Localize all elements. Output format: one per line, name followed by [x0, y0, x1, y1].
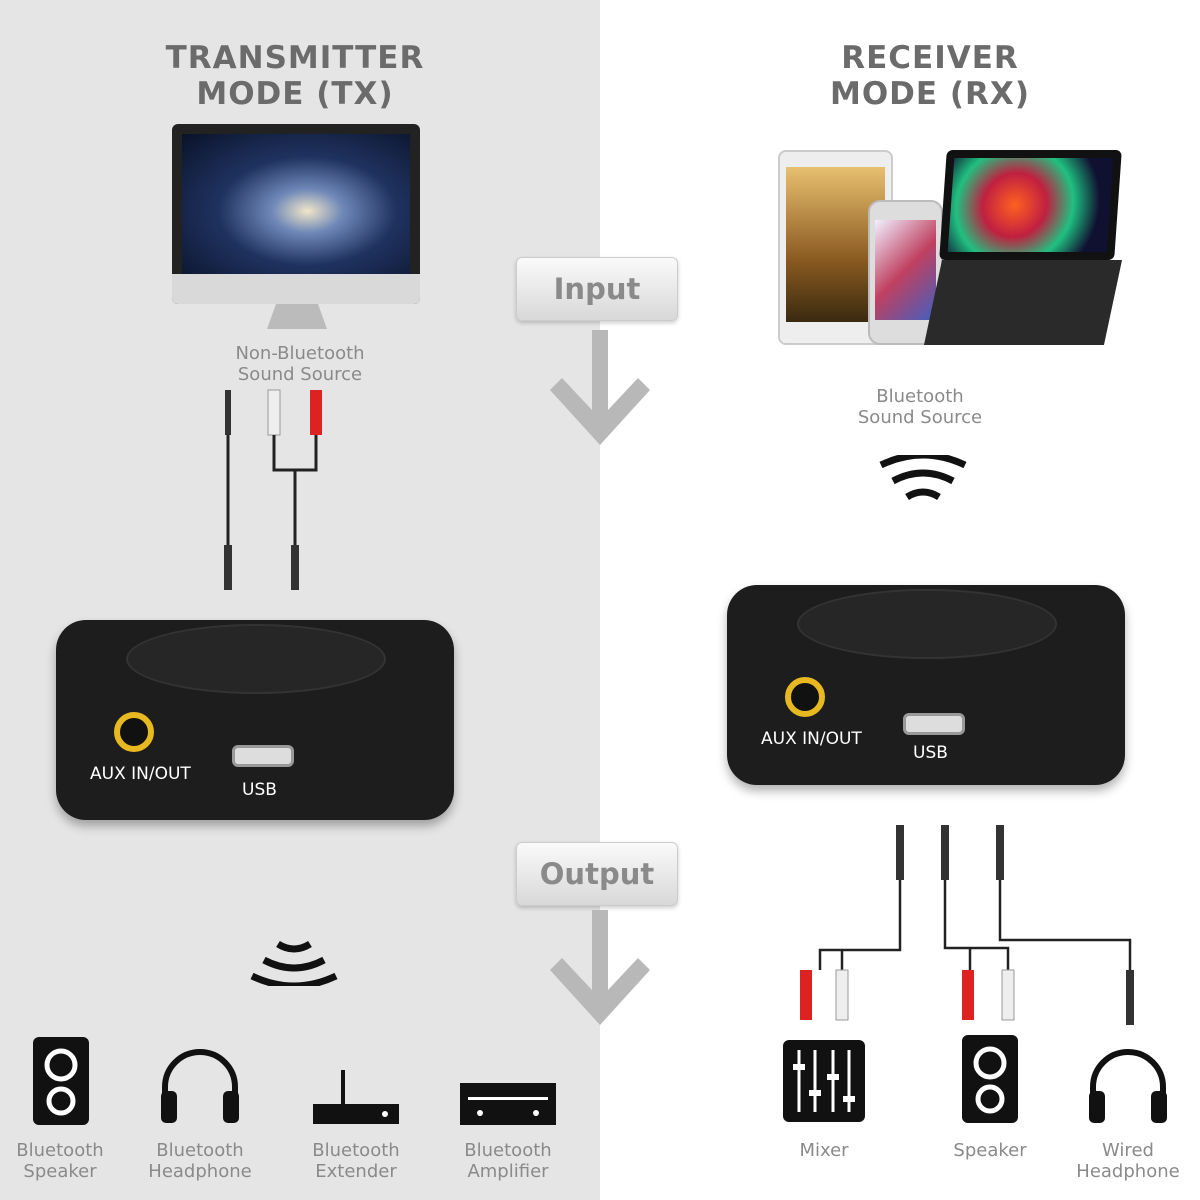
input-label: Input [516, 257, 678, 321]
rx-title-line2: MODE (RX) [829, 76, 1030, 112]
rx-source-line2: Sound Source [857, 407, 983, 428]
caption-line: Bluetooth [312, 1140, 400, 1161]
caption-line: Headphone [148, 1161, 252, 1182]
tx-aux-label: AUX IN/OUT [90, 764, 191, 784]
aux-jack-icon [114, 712, 154, 752]
bluetooth-devices-image [778, 150, 1123, 350]
arrow-down-icon [550, 330, 650, 445]
rx-source-line1: Bluetooth [876, 386, 964, 407]
tx-source-line1: Non-Bluetooth [235, 343, 365, 364]
rx-output-mixer: Mixer [764, 1140, 884, 1161]
extender-icon [313, 1070, 399, 1124]
mixer-icon [783, 1040, 865, 1122]
tx-device: AUX IN/OUT USB [56, 620, 454, 820]
aux-plug-icon [225, 390, 231, 435]
tx-source-caption: Non-Bluetooth Sound Source [200, 343, 400, 385]
rx-usb-label: USB [913, 743, 948, 763]
caption-line: Mixer [799, 1140, 849, 1161]
caption-line: Wired [1102, 1140, 1154, 1161]
caption-line: Speaker [953, 1140, 1027, 1161]
tx-title-line2: MODE (TX) [196, 76, 394, 112]
rx-cables [800, 825, 1134, 1025]
rca-white-icon [267, 389, 281, 436]
usb-port-icon [903, 713, 965, 735]
caption-line: Bluetooth [156, 1140, 244, 1161]
tx-source-line2: Sound Source [237, 364, 363, 385]
caption-line: Amplifier [467, 1161, 549, 1182]
tx-cables [224, 389, 322, 590]
rx-title-line1: RECEIVER [841, 40, 1019, 76]
rx-source-caption: Bluetooth Sound Source [830, 386, 1010, 428]
bluetooth-waves-icon [250, 940, 338, 986]
rx-aux-label: AUX IN/OUT [761, 729, 862, 749]
aux-jack-icon [785, 677, 825, 717]
speaker-icon [962, 1035, 1018, 1123]
rx-title: RECEIVER MODE (RX) [790, 40, 1070, 112]
bluetooth-waves-icon [879, 455, 967, 501]
headphone-icon [161, 1049, 239, 1123]
headphone-icon [1089, 1049, 1167, 1123]
output-label: Output [516, 842, 678, 906]
speaker-icon [33, 1037, 89, 1125]
caption-line: Headphone [1076, 1161, 1180, 1182]
imac-image [172, 124, 420, 334]
caption-line: Bluetooth [16, 1140, 104, 1161]
rca-red-icon [310, 390, 322, 435]
tx-title-line1: TRANSMITTER [165, 40, 425, 76]
rx-device: AUX IN/OUT USB [727, 585, 1125, 785]
arrow-down-icon [550, 910, 650, 1025]
caption-line: Speaker [23, 1161, 97, 1182]
caption-line: Bluetooth [464, 1140, 552, 1161]
tx-usb-label: USB [242, 780, 277, 800]
caption-line: Extender [315, 1161, 397, 1182]
usb-port-icon [232, 745, 294, 767]
rx-output-speaker: Speaker [930, 1140, 1050, 1161]
amplifier-icon [460, 1083, 556, 1125]
tx-title: TRANSMITTER MODE (TX) [150, 40, 440, 112]
